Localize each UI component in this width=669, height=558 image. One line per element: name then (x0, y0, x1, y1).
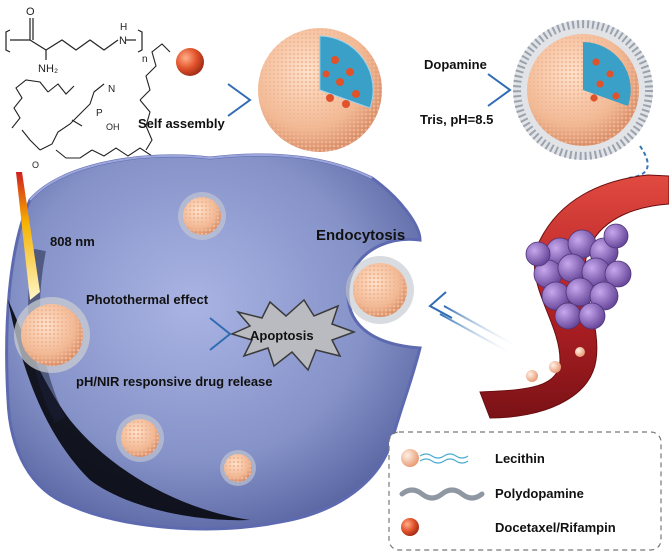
dopamine-arrow (400, 73, 512, 107)
micelle-nanoparticle (258, 28, 382, 152)
polymer-o-label: O (26, 6, 35, 18)
legend-drug-label: Docetaxel/Rifampin (495, 520, 616, 535)
drug-icon (401, 518, 419, 536)
pda-coated-nanoparticle (513, 20, 653, 160)
legend-polydopamine-label: Polydopamine (495, 486, 584, 501)
endocytosis-nanoparticle (346, 256, 414, 324)
internalized-nanoparticle (178, 192, 226, 240)
released-nanoparticle-1 (116, 414, 164, 462)
uptake-arrow (428, 291, 521, 357)
lecithin-p-label: P (96, 108, 103, 119)
drug-bead (176, 48, 204, 76)
laser-label: 808 nm (50, 234, 95, 249)
polydopamine-icon (399, 487, 485, 501)
polymer-h-label: H (120, 22, 127, 33)
zoom-connector (627, 145, 649, 179)
legend-lecithin-label: Lecithin (495, 451, 545, 466)
laser-beam (16, 172, 40, 300)
apoptosis-burst (229, 298, 357, 372)
tumor-cluster (525, 223, 632, 330)
tris-label: Tris, pH=8.5 (420, 112, 493, 127)
polymer-structure (5, 18, 143, 60)
polymer-n-subscript: n (142, 54, 148, 65)
photothermal-arrow (96, 317, 232, 351)
photothermal-nanoparticle (14, 297, 90, 373)
self-assembly-arrow (120, 83, 252, 117)
polymer-n-label: N (119, 35, 127, 47)
lecithin-structure (11, 43, 171, 159)
endocytosis-label: Endocytosis (316, 227, 405, 244)
polymer-nh2-label: NH₂ (38, 63, 58, 75)
drug-release-label: pH/NIR responsive drug release (76, 374, 273, 389)
photothermal-label: Photothermal effect (86, 292, 209, 307)
lecithin-oh-label: OH (106, 122, 120, 132)
lecithin-icon (401, 449, 469, 467)
dopamine-label: Dopamine (424, 57, 487, 72)
cancer-cell (5, 153, 422, 531)
self-assembly-label: Self assembly (138, 116, 225, 131)
released-nanoparticle-2 (220, 450, 256, 486)
lecithin-n-label: N (108, 84, 115, 95)
legend: Lecithin Polydopamine Docetaxel/Rifampin (388, 431, 662, 551)
apoptosis-label: Apoptosis (250, 328, 314, 343)
lecithin-o-label: O (32, 160, 39, 170)
